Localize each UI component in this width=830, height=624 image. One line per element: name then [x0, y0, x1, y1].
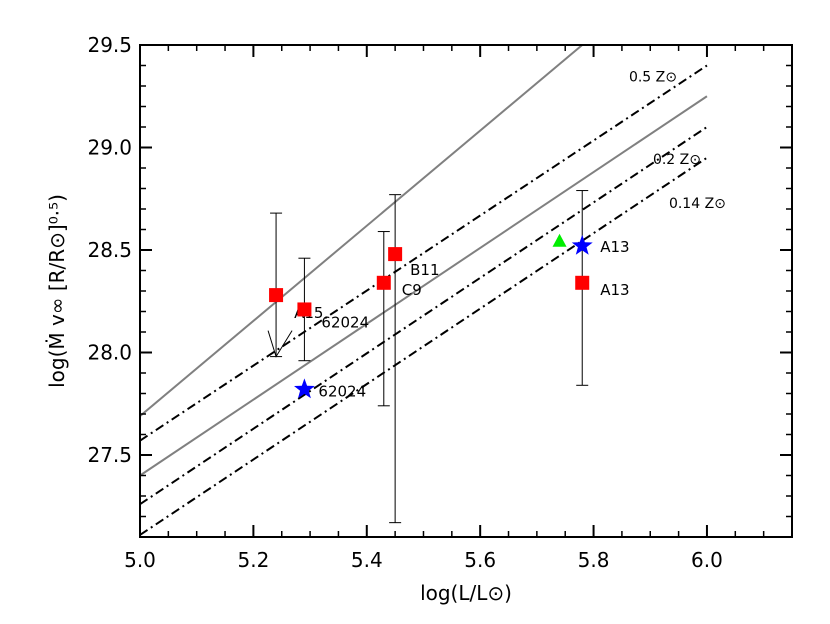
data-points: A1562024C9B11A1362024A13 [267, 190, 630, 524]
relation-lines [140, 45, 708, 536]
x-tick-label: 6.0 [691, 548, 723, 572]
relation-label: 0.14 Z⊙ [669, 196, 726, 212]
solid-relation-line [140, 95, 708, 477]
dashdot-relation-line [140, 126, 708, 506]
point-label: 62024 [321, 313, 369, 331]
axis-ticks: 5.0 5.2 5.4 5.6 5.8 6.0 27.5 28.0 28.5 29.0 29.5 [87, 33, 793, 572]
x-axis-label: log(L/L⊙) [420, 581, 512, 605]
star-marker [571, 234, 593, 255]
x-tick-label: 5.4 [351, 548, 383, 572]
y-tick-label: 28.0 [87, 341, 132, 365]
y-tick-label: 28.5 [87, 238, 132, 262]
square-marker [297, 302, 312, 317]
upper-limit-arrow [267, 330, 293, 358]
relation-labels: 0.5 Z⊙ 0.2 Z⊙ 0.14 Z⊙ [629, 70, 726, 212]
y-tick-label: 29.5 [87, 33, 132, 57]
x-tick-label: 5.6 [464, 548, 496, 572]
point-label: 62024 [318, 382, 366, 400]
x-tick-label: 5.2 [237, 548, 269, 572]
y-tick-label: 27.5 [87, 443, 132, 467]
point-label: A13 [600, 281, 629, 299]
x-tick-label: 5.0 [124, 548, 156, 572]
square-marker [269, 288, 284, 303]
y-axis-label: log(Ṁ v∞ [R/R⊙]⁰⋅⁵) [45, 194, 69, 388]
square-marker [575, 275, 590, 290]
point-label: A13 [600, 238, 629, 256]
star-marker [294, 378, 315, 399]
point-label: C9 [402, 281, 422, 299]
triangle-marker [552, 233, 567, 247]
relation-label: 0.5 Z⊙ [629, 70, 677, 86]
square-marker [376, 275, 391, 290]
relation-label: 0.2 Z⊙ [653, 152, 701, 168]
plot-frame [139, 44, 793, 538]
dashdot-relation-line [140, 156, 708, 536]
x-tick-label: 5.8 [578, 548, 610, 572]
square-marker [388, 247, 403, 262]
solid-relation-line [140, 45, 583, 417]
point-label: B11 [410, 261, 439, 279]
y-tick-label: 29.0 [87, 136, 132, 160]
